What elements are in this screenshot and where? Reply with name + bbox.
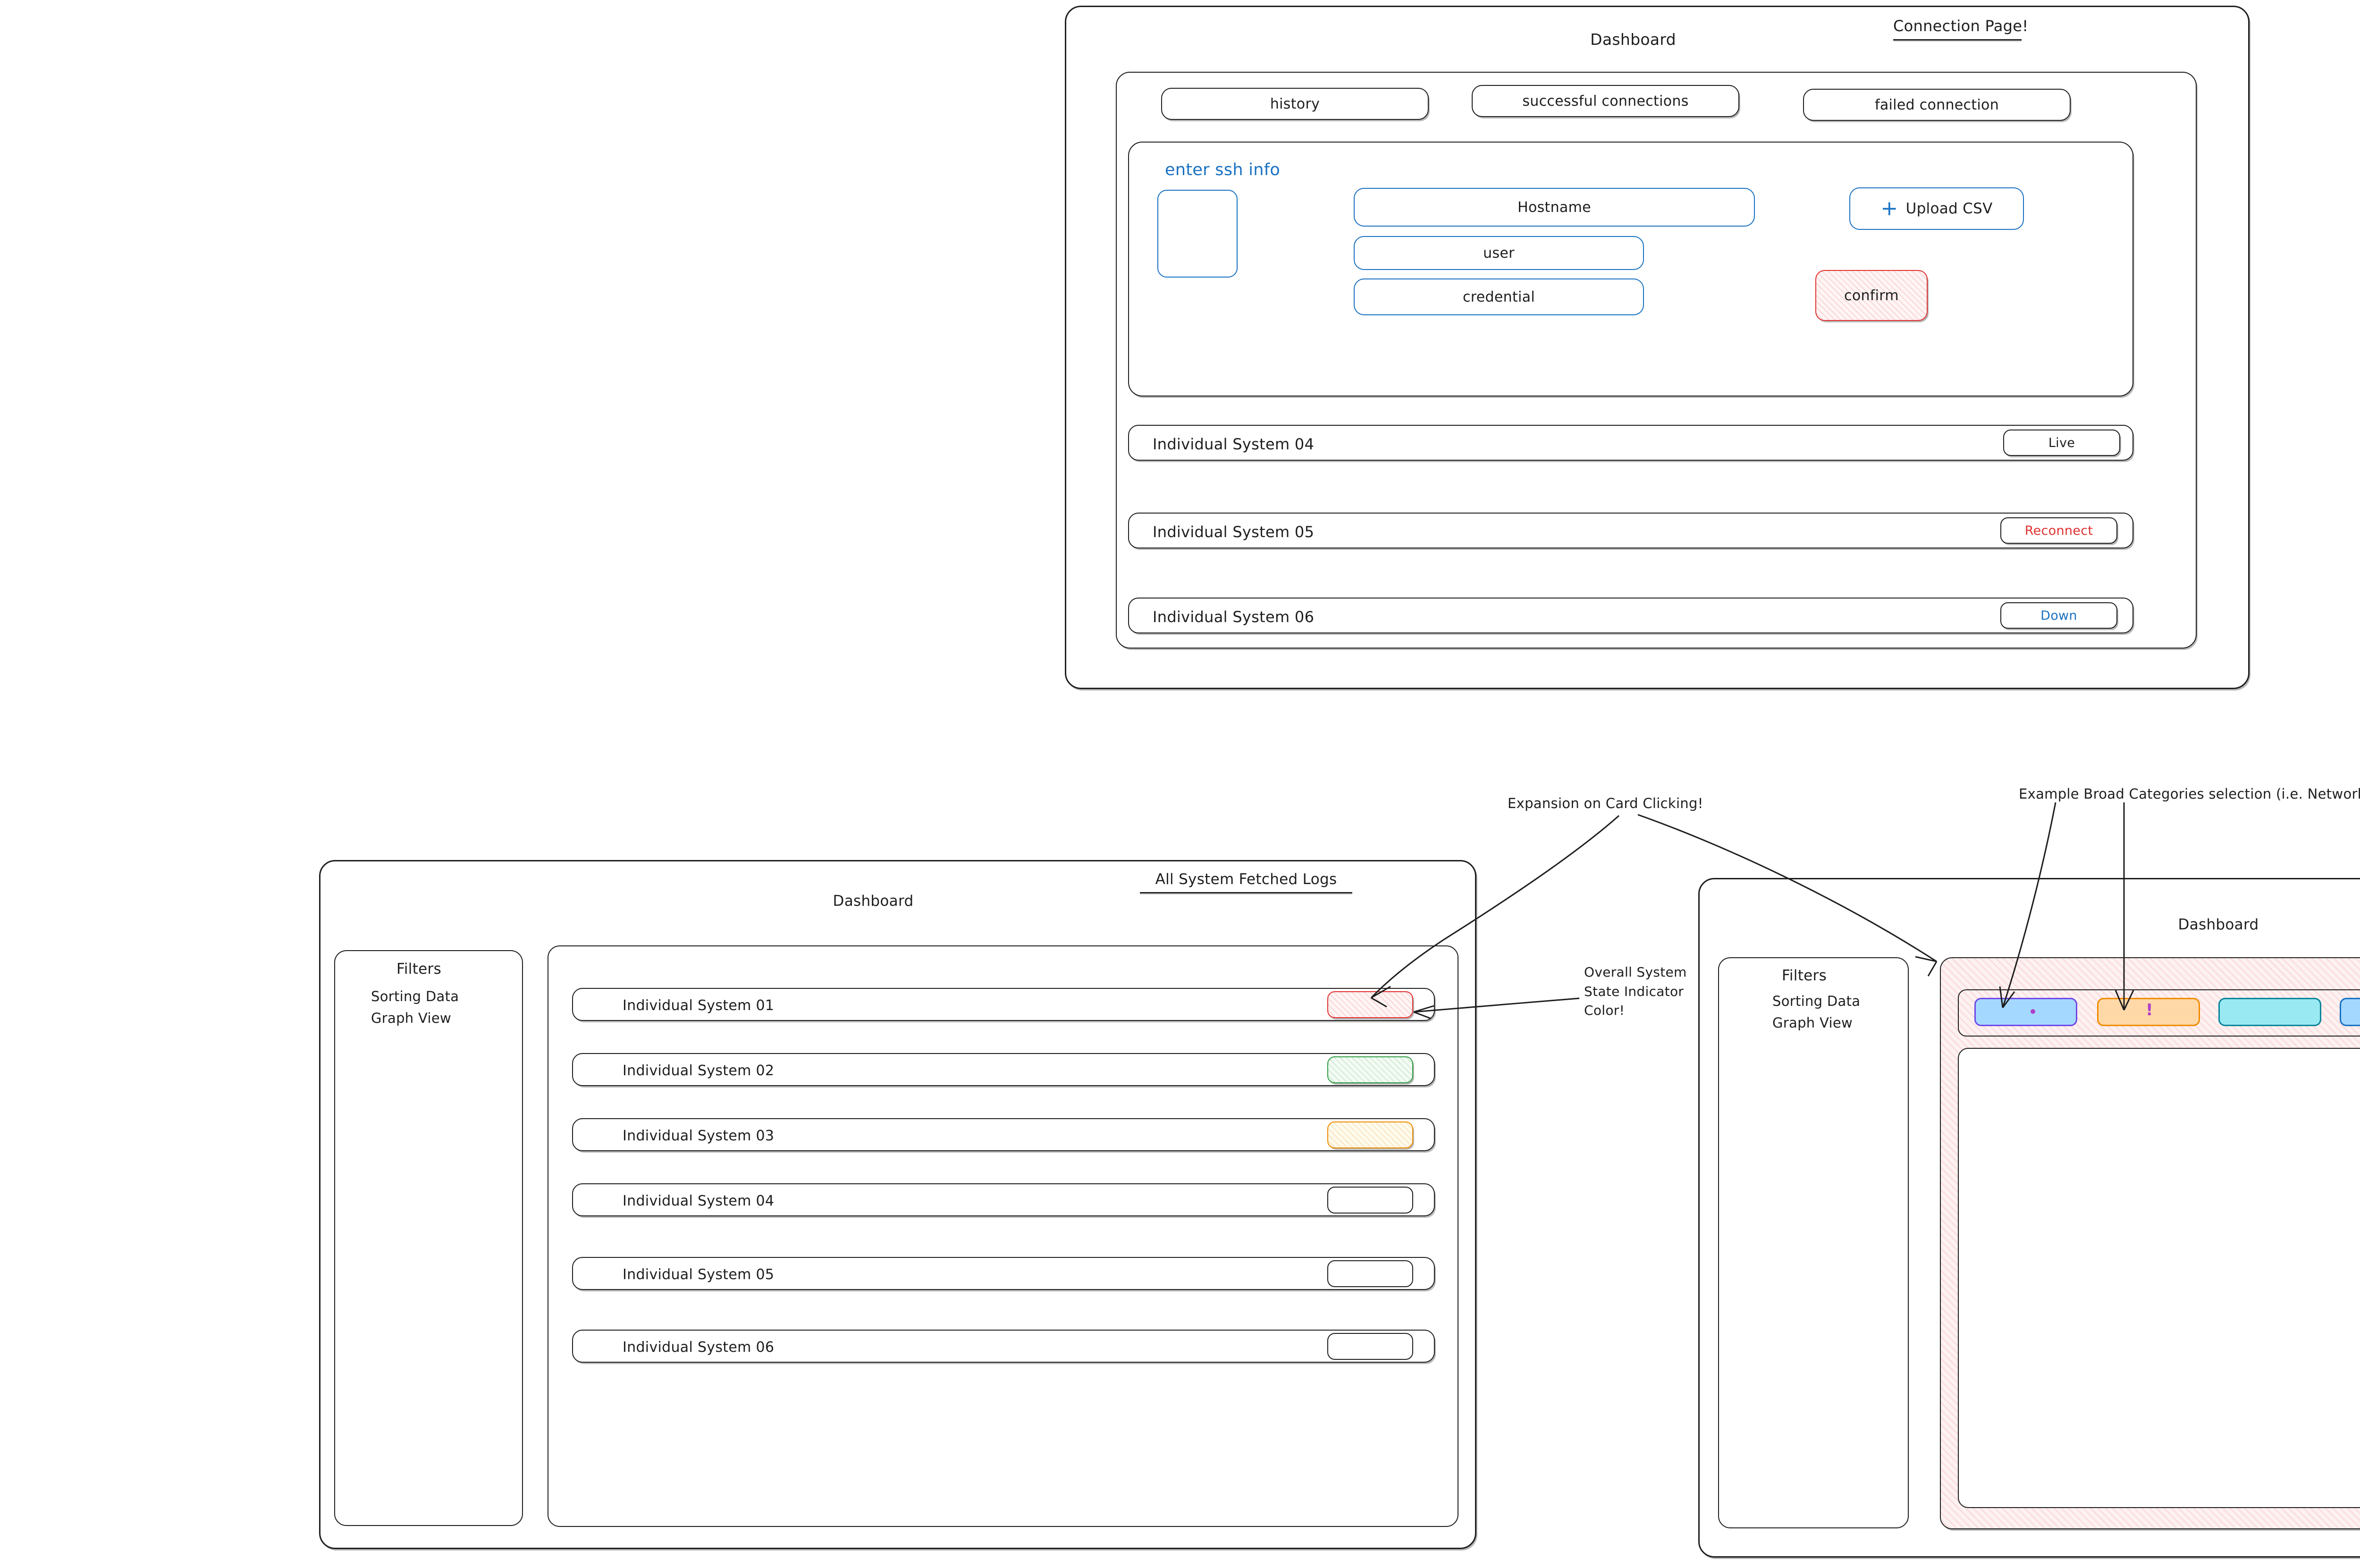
log-system-row[interactable]: Individual System 02: [572, 1053, 1435, 1086]
logs-title: Dashboard: [833, 893, 914, 910]
log-system-name: Individual System 03: [623, 1128, 775, 1144]
title-underline: [1140, 892, 1352, 894]
log-status-indicator[interactable]: [1327, 1187, 1413, 1214]
user-label: user: [1483, 244, 1515, 261]
category-tab-alert-icon: !: [2146, 1001, 2153, 1020]
ssh-notes-textarea[interactable]: [1157, 190, 1238, 278]
log-system-name: Individual System 05: [623, 1266, 775, 1283]
category-tab[interactable]: [2340, 998, 2360, 1026]
hostname-label: Hostname: [1517, 199, 1591, 216]
log-status-indicator[interactable]: [1327, 1260, 1413, 1287]
connection-system-name: Individual System 05: [1153, 523, 1315, 541]
log-system-row[interactable]: Individual System 04: [572, 1183, 1435, 1216]
connection-system-status[interactable]: Live: [2003, 430, 2120, 456]
log-system-row[interactable]: Individual System 01: [572, 988, 1435, 1021]
log-system-row[interactable]: Individual System 05: [572, 1257, 1435, 1290]
annotation-line: Color!: [1584, 1003, 1625, 1019]
tab-failed-connection[interactable]: failed connection: [1803, 89, 2071, 121]
tab-failed-connection-label: failed connection: [1874, 96, 1999, 113]
category-tab[interactable]: [2218, 998, 2321, 1026]
report-content-area: [1958, 1048, 2360, 1508]
annotation-broad-categories: Example Broad Categories selection (i.e.…: [2019, 786, 2360, 802]
log-system-name: Individual System 01: [623, 997, 775, 1014]
upload-csv-button[interactable]: + Upload CSV: [1849, 187, 2024, 230]
connection-page-label-wrap: Connection Page!: [1893, 17, 2029, 41]
connection-page-label: Connection Page!: [1893, 17, 2029, 35]
ssh-form-heading: enter ssh info: [1165, 160, 1281, 179]
user-input[interactable]: user: [1354, 236, 1644, 270]
category-tab-dot-icon: [2031, 1009, 2035, 1014]
log-system-name: Individual System 02: [623, 1062, 775, 1079]
confirm-label: confirm: [1844, 287, 1899, 304]
category-tab-strip: [1958, 989, 2360, 1037]
connection-system-status-label: Reconnect: [2024, 523, 2093, 538]
connection-system-name: Individual System 04: [1153, 435, 1315, 453]
report-filter-graph-view[interactable]: Graph View: [1772, 1015, 1853, 1031]
annotation-line: State Indicator: [1584, 983, 1684, 999]
log-system-row[interactable]: Individual System 06: [572, 1330, 1435, 1363]
report-filter-sorting-data[interactable]: Sorting Data: [1772, 993, 1861, 1009]
report-filters-sidebar: [1718, 957, 1909, 1528]
log-system-row[interactable]: Individual System 03: [572, 1118, 1435, 1151]
plus-icon: +: [1880, 196, 1898, 220]
log-system-name: Individual System 06: [623, 1339, 775, 1356]
connection-system-status[interactable]: Down: [2000, 602, 2117, 629]
connection-system-name: Individual System 06: [1153, 608, 1315, 626]
logs-filters-heading: Filters: [396, 961, 442, 978]
logs-list-container: [548, 945, 1458, 1527]
title-underline: [1893, 39, 2022, 41]
tab-history-label: history: [1270, 95, 1320, 112]
connection-system-row[interactable]: Individual System 04: [1128, 425, 2133, 461]
logs-filters-sidebar: [334, 950, 523, 1526]
tab-successful-connections[interactable]: successful connections: [1472, 85, 1739, 117]
category-tab[interactable]: [1974, 998, 2077, 1026]
logs-filter-sorting-data[interactable]: Sorting Data: [371, 988, 459, 1004]
connection-system-status-label: Down: [2040, 608, 2077, 623]
tab-successful-connections-label: successful connections: [1522, 93, 1689, 110]
logs-page-label-wrap: All System Fetched Logs: [1140, 871, 1352, 894]
log-status-indicator[interactable]: [1327, 991, 1413, 1018]
log-status-indicator[interactable]: [1327, 1056, 1413, 1083]
upload-csv-label: Upload CSV: [1905, 200, 1993, 217]
connection-system-row[interactable]: Individual System 05: [1128, 513, 2133, 548]
credential-input[interactable]: credential: [1354, 278, 1644, 315]
connection-system-status[interactable]: Reconnect: [2000, 517, 2117, 544]
report-filters-heading: Filters: [1782, 967, 1827, 984]
category-tab[interactable]: [2097, 998, 2200, 1026]
connection-system-row[interactable]: Individual System 06: [1128, 598, 2133, 633]
credential-label: credential: [1463, 288, 1535, 305]
logs-filter-graph-view[interactable]: Graph View: [371, 1010, 451, 1026]
report-title: Dashboard: [2178, 916, 2259, 933]
logs-page-label: All System Fetched Logs: [1155, 871, 1337, 888]
log-status-indicator[interactable]: [1327, 1121, 1413, 1148]
connection-system-status-label: Live: [2048, 435, 2075, 450]
annotation-line: Overall System: [1584, 964, 1687, 980]
tab-history[interactable]: history: [1161, 88, 1429, 120]
hostname-input[interactable]: Hostname: [1354, 188, 1755, 227]
log-system-name: Individual System 04: [623, 1193, 775, 1209]
annotation-overall-system-state-indicator: Overall System State Indicator Color!: [1584, 963, 1687, 1020]
annotation-expansion-on-card-clicking: Expansion on Card Clicking!: [1508, 795, 1703, 811]
connection-page-title: Dashboard: [1590, 30, 1676, 49]
confirm-button[interactable]: confirm: [1815, 270, 1928, 321]
log-status-indicator[interactable]: [1327, 1333, 1413, 1360]
